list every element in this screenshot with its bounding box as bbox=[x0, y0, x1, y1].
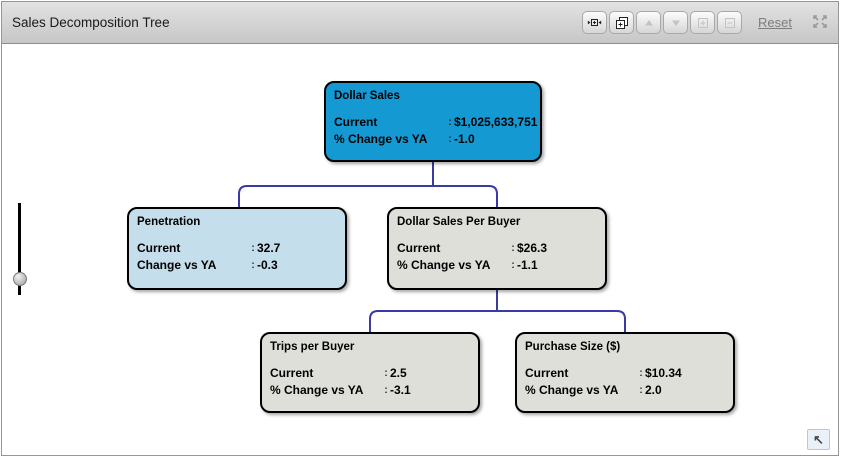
node-row: % Change vs YA : -1.1 bbox=[397, 257, 601, 274]
cascade-windows-icon bbox=[615, 16, 629, 30]
row-label: % Change vs YA bbox=[334, 132, 428, 146]
node-trips-per-buyer[interactable]: Trips per Buyer Current : 2.5 % Change v… bbox=[260, 332, 480, 413]
row-value: -1.1 bbox=[517, 258, 538, 272]
row-value: $26.3 bbox=[517, 241, 548, 255]
minus-box-icon bbox=[723, 16, 737, 30]
expand-corners-icon bbox=[812, 14, 828, 32]
zoom-out-button[interactable] bbox=[717, 11, 743, 34]
row-value: 2.5 bbox=[390, 366, 407, 380]
tree-canvas: Dollar Sales Current : $1,025,633,751 % … bbox=[2, 45, 838, 455]
node-purchase-size[interactable]: Purchase Size ($) Current : $10.34 % Cha… bbox=[515, 332, 735, 413]
fullscreen-button[interactable] bbox=[812, 14, 828, 32]
node-row: % Change vs YA : 2.0 bbox=[525, 382, 729, 399]
page-title: Sales Decomposition Tree bbox=[12, 15, 170, 30]
zoom-slider-track[interactable] bbox=[18, 203, 21, 295]
window-header: Sales Decomposition Tree bbox=[2, 2, 838, 44]
row-value: 2.0 bbox=[645, 383, 662, 397]
plus-box-icon bbox=[696, 16, 710, 30]
row-separator: : bbox=[511, 243, 515, 254]
row-separator: : bbox=[384, 368, 388, 379]
zoom-in-button[interactable] bbox=[690, 11, 716, 34]
arrow-up-icon bbox=[642, 16, 656, 30]
row-value: -3.1 bbox=[390, 383, 411, 397]
node-row: % Change vs YA : -1.0 bbox=[334, 131, 536, 148]
row-label: Current bbox=[137, 241, 181, 255]
row-separator: : bbox=[251, 243, 255, 254]
restore-view-button[interactable]: ↖ bbox=[807, 429, 830, 450]
fit-width-button[interactable] bbox=[582, 11, 608, 34]
node-row: Current : 32.7 bbox=[137, 240, 341, 257]
row-separator: : bbox=[384, 385, 388, 396]
node-title: Dollar Sales Per Buyer bbox=[397, 216, 521, 228]
row-value: $1,025,633,751 bbox=[454, 115, 538, 129]
collapse-level-button[interactable] bbox=[636, 11, 662, 34]
node-title: Purchase Size ($) bbox=[525, 341, 621, 353]
row-label: Current bbox=[525, 366, 569, 380]
reset-link[interactable]: Reset bbox=[758, 15, 792, 30]
node-penetration[interactable]: Penetration Current : 32.7 Change vs YA … bbox=[127, 207, 347, 290]
node-title: Trips per Buyer bbox=[270, 341, 355, 353]
row-label: Change vs YA bbox=[137, 258, 217, 272]
row-value: $10.34 bbox=[645, 366, 682, 380]
row-separator: : bbox=[639, 385, 643, 396]
row-value: -1.0 bbox=[454, 132, 475, 146]
node-dollar-sales-per-buyer[interactable]: Dollar Sales Per Buyer Current : $26.3 %… bbox=[387, 207, 607, 290]
row-label: % Change vs YA bbox=[397, 258, 491, 272]
tree-connectors bbox=[238, 162, 626, 332]
node-dollar-sales[interactable]: Dollar Sales Current : $1,025,633,751 % … bbox=[324, 81, 542, 162]
node-row: Current : $26.3 bbox=[397, 240, 601, 257]
node-row: % Change vs YA : -3.1 bbox=[270, 382, 474, 399]
arrow-up-left-icon: ↖ bbox=[813, 432, 824, 447]
row-label: % Change vs YA bbox=[270, 383, 364, 397]
row-separator: : bbox=[511, 260, 515, 271]
node-title: Dollar Sales bbox=[334, 90, 400, 102]
row-separator: : bbox=[448, 134, 452, 145]
row-label: Current bbox=[270, 366, 314, 380]
cascade-windows-button[interactable] bbox=[609, 11, 635, 34]
zoom-slider-handle[interactable] bbox=[13, 272, 27, 286]
row-label: Current bbox=[334, 115, 378, 129]
zoom-slider[interactable] bbox=[10, 203, 30, 301]
row-separator: : bbox=[251, 260, 255, 271]
row-separator: : bbox=[448, 117, 452, 128]
toolbar: Reset bbox=[580, 11, 828, 34]
expand-level-button[interactable] bbox=[663, 11, 689, 34]
node-title: Penetration bbox=[137, 216, 201, 228]
node-row: Current : 2.5 bbox=[270, 365, 474, 382]
row-label: % Change vs YA bbox=[525, 383, 619, 397]
row-separator: : bbox=[639, 368, 643, 379]
arrow-down-icon bbox=[669, 16, 683, 30]
fit-width-icon bbox=[587, 16, 602, 29]
node-row: Change vs YA : -0.3 bbox=[137, 257, 341, 274]
node-row: Current : $10.34 bbox=[525, 365, 729, 382]
node-row: Current : $1,025,633,751 bbox=[334, 114, 538, 131]
row-label: Current bbox=[397, 241, 441, 255]
row-value: 32.7 bbox=[257, 241, 281, 255]
row-value: -0.3 bbox=[257, 258, 278, 272]
